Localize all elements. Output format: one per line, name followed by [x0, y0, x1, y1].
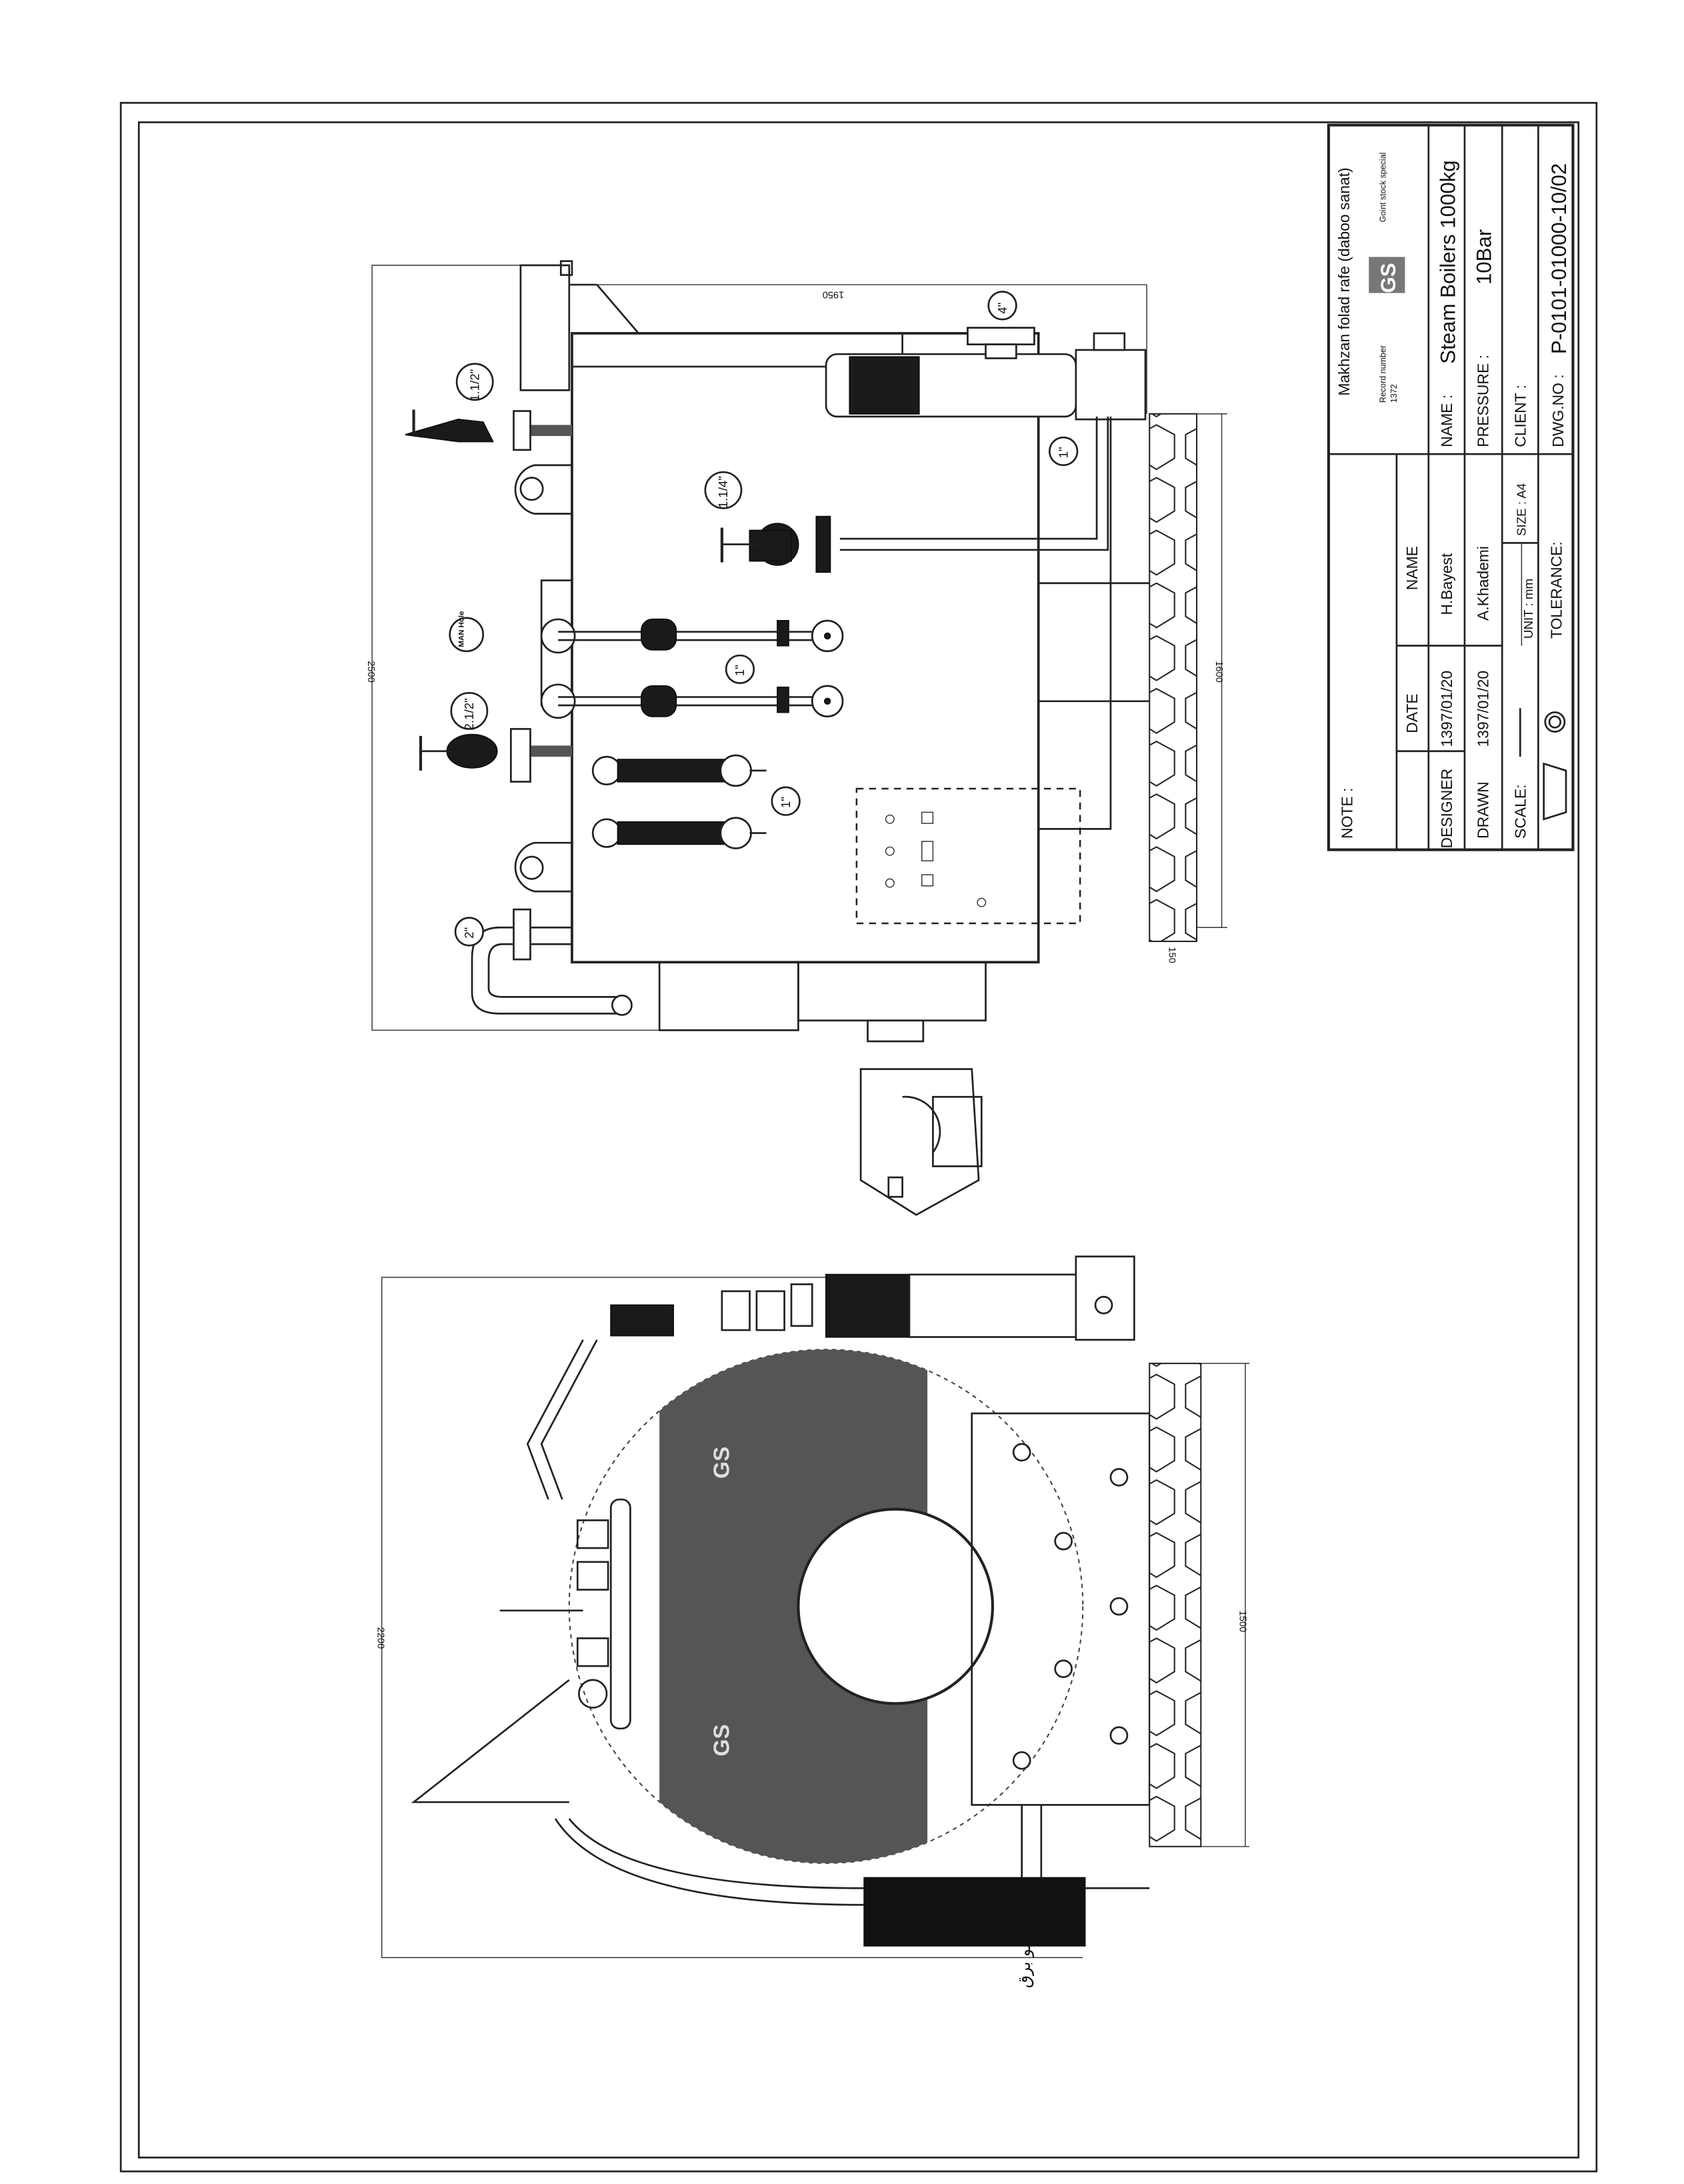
callout-manhole: MAN Hole: [449, 611, 485, 653]
note-label: NOTE :: [1338, 788, 1355, 839]
callout-main-valve: 2.1/2": [450, 691, 489, 731]
blowdown-valve: [720, 515, 831, 573]
dim-base-1600: 1600: [1213, 661, 1224, 682]
client-label: CLIENT :: [1512, 385, 1529, 447]
main-steam-valve: [419, 728, 572, 783]
callout-main-steam: 4": [987, 291, 1017, 321]
callout-safety-valve: 1.1/2": [455, 363, 494, 401]
header-name: NAME: [1403, 546, 1421, 590]
svg-text:4": 4": [995, 303, 1009, 314]
designer-name: H.Bayest: [1438, 553, 1455, 615]
projection-symbol: [1543, 711, 1567, 821]
name-value: Steam Boilers 1000kg: [1436, 160, 1459, 363]
svg-text:1.1/4": 1.1/4": [716, 476, 730, 508]
svg-text:1": 1": [1056, 447, 1070, 458]
level-control-1: [540, 618, 844, 654]
front-view: 2200 GS GS: [375, 1255, 1250, 1988]
designer-date: 1397/01/20: [1438, 671, 1455, 747]
header-date: DATE: [1403, 693, 1421, 733]
level-control-2: [540, 683, 844, 719]
svg-text:2": 2": [462, 927, 476, 939]
svg-text:2.1/2": 2.1/2": [462, 698, 476, 730]
safety-valve: [405, 409, 572, 451]
callout-level-controls: 1": [725, 654, 755, 685]
electrical-panel: [863, 1877, 1086, 1947]
company-type: Goint stock special: [1378, 153, 1387, 223]
name-label: NAME :: [1438, 395, 1455, 447]
inner-border: [137, 121, 1580, 2159]
boiler-shell: [571, 332, 1040, 964]
furnace-door: [797, 1507, 995, 1705]
drawn-date: 1397/01/20: [1474, 671, 1491, 747]
stone-foundation: [1149, 413, 1198, 943]
svg-text:1": 1": [733, 665, 747, 676]
svg-text:1": 1": [779, 797, 793, 808]
burner: [859, 1019, 983, 1216]
callout-feed-pipe: 1": [1048, 436, 1079, 467]
dim-base-150: 150: [1166, 947, 1177, 963]
callout-drain: 2": [454, 917, 485, 947]
tolerance-label: TOLERANCE:: [1548, 541, 1565, 639]
record-label: Record number: [1378, 345, 1387, 403]
stone-foundation-front: [1149, 1363, 1202, 1847]
callout-gauge-glasses: 1": [771, 786, 801, 816]
size-label: SIZE : A4: [1515, 483, 1529, 536]
designer-label: DESIGNER: [1438, 769, 1455, 849]
electrical-panel-label: تابلو برق: [1015, 1928, 1035, 1988]
gauge-glass-2: [591, 817, 767, 849]
scale-label: SCALE:: [1512, 785, 1529, 839]
drawn-label: DRAWN: [1474, 781, 1491, 839]
drawn-name: A.Khademi: [1474, 546, 1491, 621]
unit-label: UNIT : mm: [1521, 579, 1535, 639]
side-view: 2500 1950 4" 1": [365, 260, 1227, 1216]
gauge-glass-1: [591, 754, 767, 787]
dim-base-1500: 1500: [1237, 1611, 1248, 1632]
dim-height-2500: 2500: [365, 661, 376, 682]
svg-text:GS: GS: [1377, 263, 1400, 293]
front-logo-2: GS: [709, 1724, 734, 1756]
dwg-value: P-0101-01000-10/02: [1547, 163, 1571, 354]
control-panel-outline: [855, 787, 1081, 925]
callout-blowdown: 1.1/4": [704, 471, 743, 509]
svg-text:MAN Hole: MAN Hole: [458, 611, 466, 647]
dim-length-1950: 1950: [823, 289, 844, 299]
drain-pipe: [471, 908, 633, 1016]
front-logo-1: GS: [709, 1447, 734, 1479]
company-logo: GS: [1369, 257, 1405, 293]
dwg-label: DWG.NO :: [1549, 374, 1567, 447]
outer-border: [119, 101, 1598, 2173]
record-number: 1372: [1389, 384, 1399, 403]
title-block: NOTE : Makhzan folad rafe (daboo sanat) …: [1327, 123, 1575, 851]
pressure-value: 10Bar: [1473, 229, 1496, 285]
svg-text:1.1/2": 1.1/2": [467, 369, 481, 401]
company-name: Makhzan folad rafe (daboo sanat): [1335, 167, 1353, 395]
pressure-label: PRESSURE :: [1474, 355, 1491, 447]
dim-height-2200: 2200: [375, 1627, 385, 1649]
